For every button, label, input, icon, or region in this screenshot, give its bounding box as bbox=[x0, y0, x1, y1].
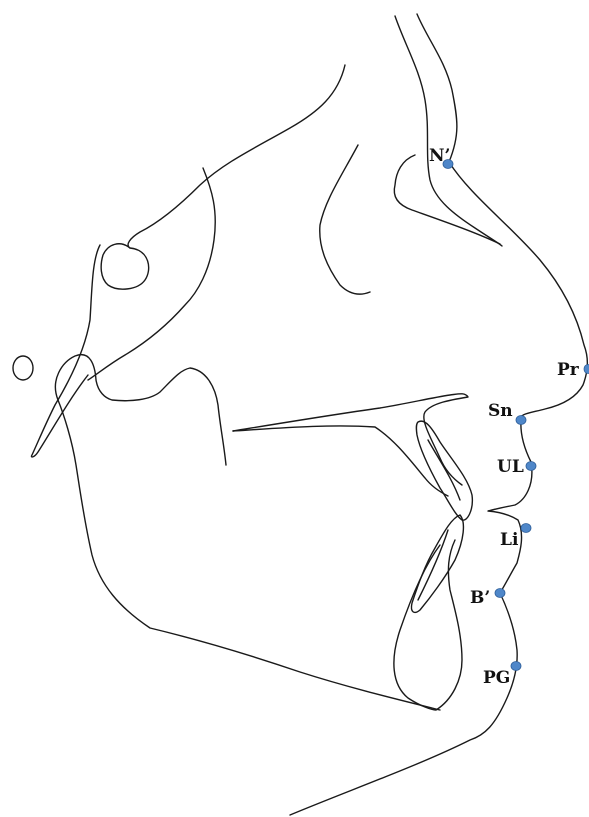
landmark-labels: N’ Pr Sn UL Li B’ PG bbox=[429, 146, 580, 688]
porion-ring bbox=[12, 355, 34, 381]
nasal-bone-inner bbox=[393, 154, 501, 245]
landmark-dot-n bbox=[442, 159, 454, 169]
landmark-label-pr: Pr bbox=[557, 360, 580, 380]
soft-tissue-profile bbox=[289, 13, 588, 816]
landmark-dots bbox=[442, 159, 589, 671]
palatal-lower-outline bbox=[232, 425, 449, 497]
landmark-dot-b bbox=[494, 588, 506, 598]
landmark-dot-sn bbox=[515, 415, 527, 425]
mandibular-symphysis bbox=[393, 539, 463, 711]
palatal-plane bbox=[232, 393, 469, 486]
pterygoid-line bbox=[87, 167, 216, 381]
cranial-base bbox=[127, 64, 346, 249]
landmark-label-ul: UL bbox=[497, 457, 524, 477]
landmark-dot-ul bbox=[525, 461, 537, 471]
landmark-label-pg: PG bbox=[483, 668, 510, 688]
landmark-dot-pg bbox=[510, 661, 522, 671]
landmark-label-b: B’ bbox=[470, 588, 490, 608]
sella-turcica bbox=[100, 243, 150, 290]
upper-incisor bbox=[415, 420, 474, 521]
nasal-bone-outer bbox=[394, 15, 503, 247]
mandible-outline bbox=[54, 353, 441, 711]
posterior-cranial-line bbox=[30, 244, 101, 458]
landmark-label-sn: Sn bbox=[488, 401, 513, 421]
lower-incisor-inner bbox=[417, 529, 449, 601]
lower-incisor bbox=[410, 514, 465, 614]
upper-incisor-pulp bbox=[427, 439, 461, 501]
landmark-label-li: Li bbox=[500, 530, 519, 550]
landmark-dot-pr bbox=[583, 364, 589, 374]
orbit-rim bbox=[319, 144, 371, 295]
landmark-dot-li bbox=[520, 523, 532, 533]
landmark-label-n: N’ bbox=[429, 146, 450, 166]
